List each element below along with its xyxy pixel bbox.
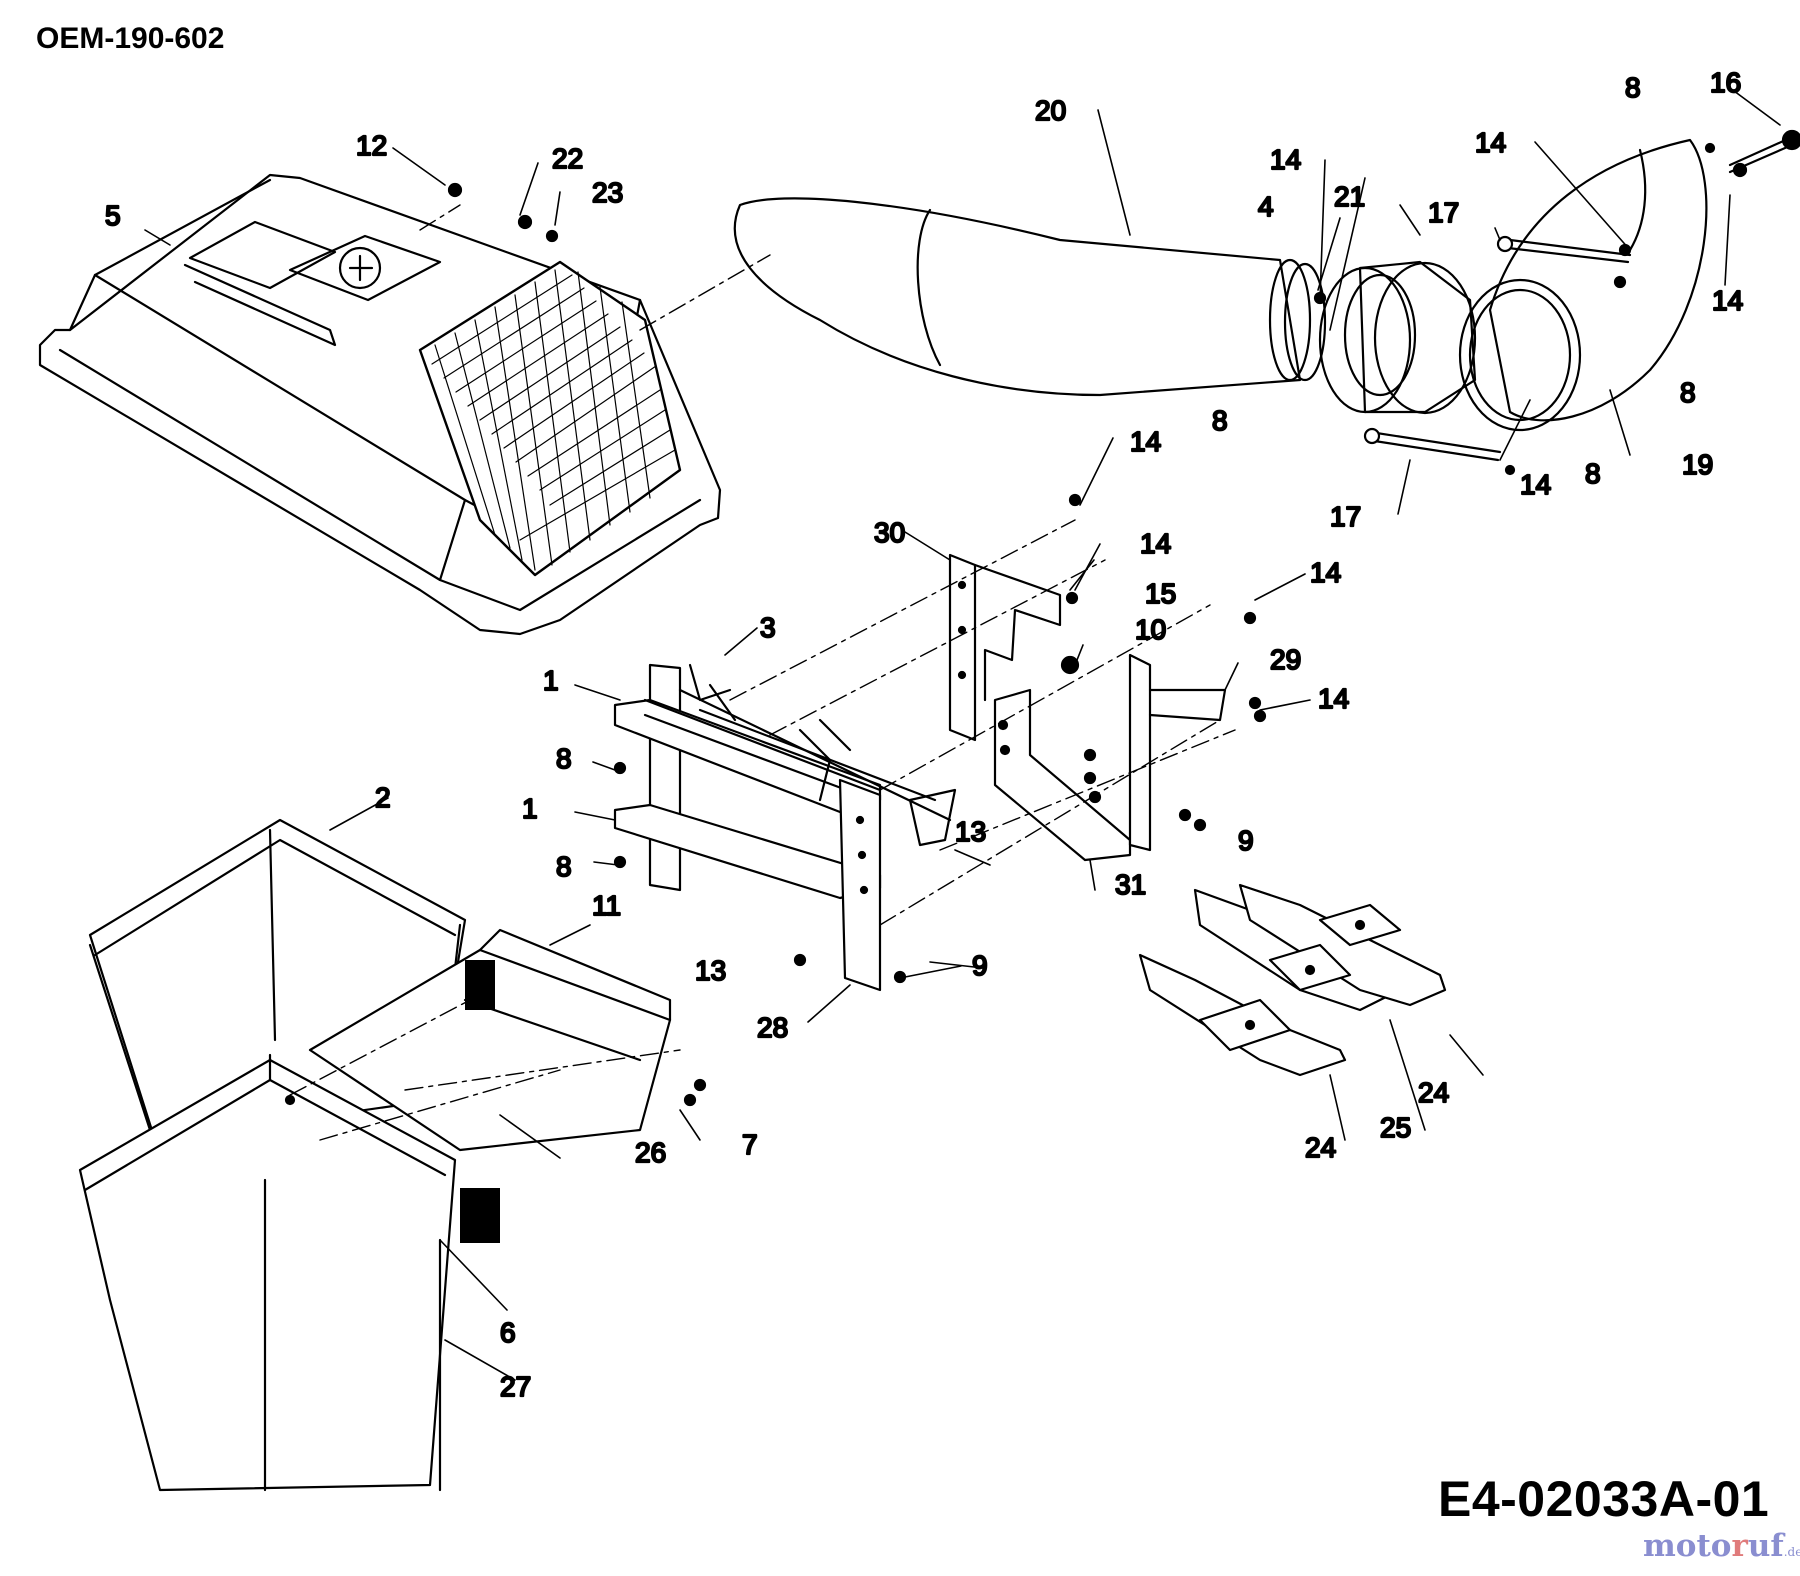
callout-28: 28 [757, 1012, 788, 1043]
grass-baskets-part [78, 818, 672, 1492]
callout-8: 8 [1212, 405, 1228, 436]
callout-8: 8 [1585, 458, 1601, 489]
callout-21: 21 [1334, 181, 1365, 212]
callout-5: 5 [105, 200, 121, 231]
watermark-logo: motoruf.de [1643, 1528, 1800, 1564]
catcher-lid-part [38, 173, 722, 636]
callout-8: 8 [556, 743, 572, 774]
support-rods-part [1363, 129, 1800, 462]
callout-12: 12 [356, 130, 387, 161]
alignment-lines [289, 204, 1236, 1141]
callout-25: 25 [1380, 1112, 1411, 1143]
callout-9: 9 [1238, 825, 1254, 856]
callout-31: 31 [1115, 869, 1146, 900]
callout-7: 7 [742, 1129, 758, 1160]
callout-20: 20 [1035, 95, 1066, 126]
top-bracket-part [948, 553, 1062, 742]
leader-lines [144, 87, 1781, 1381]
ring-adapter-part [1318, 260, 1477, 415]
callout-13: 13 [955, 816, 986, 847]
diagram-code: E4-02033A-01 [1438, 1471, 1770, 1527]
callout-labels: 1 1 2 3 4 5 6 7 8 8 8 8 8 8 9 9 10 11 12… [104, 66, 1744, 1403]
chute-elbow-part [1458, 138, 1708, 432]
callout-19: 19 [1682, 449, 1713, 480]
mower-blades-part [1138, 883, 1447, 1077]
callout-6: 6 [500, 1317, 516, 1348]
callout-10: 10 [1135, 614, 1166, 645]
callout-11: 11 [592, 890, 621, 921]
callout-4: 4 [1258, 191, 1274, 222]
main-frame-part [613, 663, 957, 992]
callout-24: 24 [1305, 1132, 1336, 1163]
callout-15: 15 [1145, 578, 1176, 609]
callout-30: 30 [874, 517, 905, 548]
callout-23: 23 [592, 177, 623, 208]
callout-14: 14 [1130, 426, 1161, 457]
callout-14: 14 [1310, 557, 1341, 588]
callout-14: 14 [1270, 144, 1301, 175]
callout-16: 16 [1710, 67, 1741, 98]
callout-29: 29 [1270, 644, 1301, 675]
callout-14: 14 [1318, 683, 1349, 714]
callout-2: 2 [375, 782, 391, 813]
callout-27: 27 [500, 1371, 531, 1402]
callout-8: 8 [556, 851, 572, 882]
fasteners [284, 142, 1748, 1107]
front-bracket-part [993, 653, 1227, 862]
callout-1: 1 [522, 793, 538, 824]
callout-1: 1 [543, 665, 559, 696]
callout-14: 14 [1520, 469, 1551, 500]
callout-22: 22 [552, 143, 583, 174]
callout-9: 9 [972, 950, 988, 981]
callout-17: 17 [1428, 197, 1459, 228]
callout-24: 24 [1418, 1077, 1449, 1108]
model-code: OEM-190-602 [36, 22, 225, 55]
callout-3: 3 [760, 612, 776, 643]
callout-26: 26 [635, 1137, 666, 1168]
callout-8: 8 [1625, 72, 1641, 103]
callout-17: 17 [1330, 501, 1361, 532]
callout-8: 8 [1680, 377, 1696, 408]
chute-hose-part [733, 197, 1327, 397]
callout-14: 14 [1712, 285, 1743, 316]
callout-13: 13 [695, 955, 726, 986]
callout-14: 14 [1140, 528, 1171, 559]
callout-14: 14 [1475, 127, 1506, 158]
